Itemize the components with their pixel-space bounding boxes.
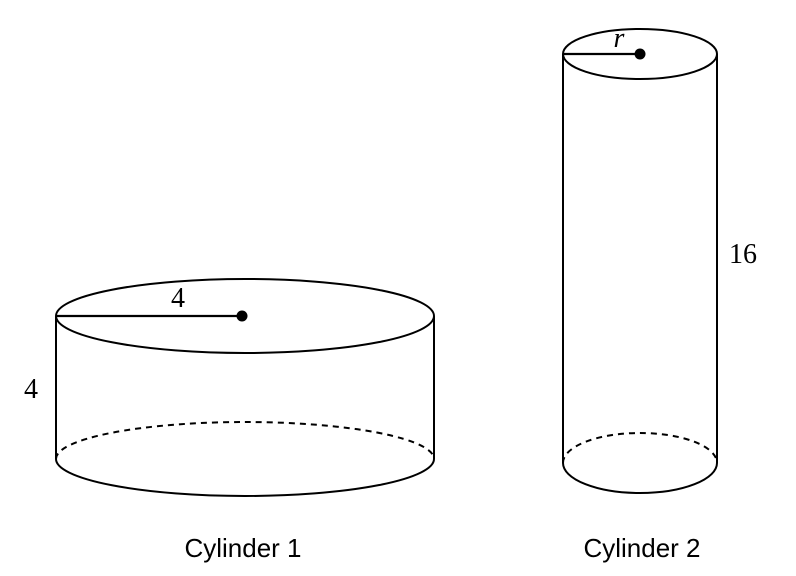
cylinder-2: r 16 Cylinder 2 xyxy=(562,23,757,563)
cylinder-2-center-dot xyxy=(634,48,646,60)
cylinder-2-bottom-front-arc xyxy=(562,462,718,494)
cylinder-1-bottom-back-arc xyxy=(55,421,435,460)
cylinder-2-radius-label: r xyxy=(614,23,625,54)
cylinder-1-radius-label: 4 xyxy=(171,283,185,314)
cylinder-1-bottom-front-arc xyxy=(55,458,435,497)
cylinder-2-height-label: 16 xyxy=(729,239,757,270)
cylinder-2-caption: Cylinder 2 xyxy=(583,533,700,563)
cylinder-1-caption: Cylinder 1 xyxy=(184,533,301,563)
cylinder-1-height-label: 4 xyxy=(24,374,38,405)
cylinder-1: 4 4 Cylinder 1 xyxy=(24,278,435,563)
cylinder-1-center-dot xyxy=(236,310,248,322)
cylinder-2-bottom-back-arc xyxy=(562,432,718,464)
